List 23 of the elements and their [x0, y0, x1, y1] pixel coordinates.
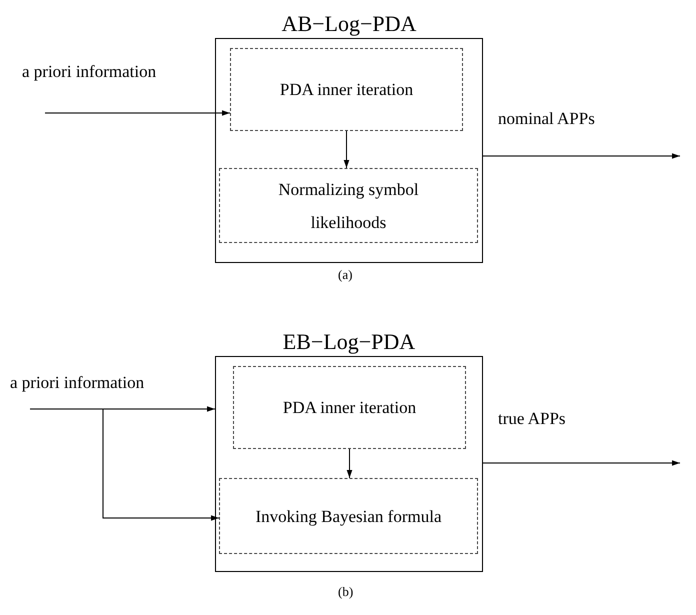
arrow: [102, 408, 220, 521]
process-box: [219, 168, 478, 243]
process-box: [219, 478, 478, 554]
subfigure-label: (b): [338, 585, 354, 598]
block-title: AB−Log−PDA: [282, 13, 416, 35]
edge-label: a priori information: [10, 374, 144, 391]
block-title: EB−Log−PDA: [282, 331, 416, 353]
edge-label: true APPs: [498, 410, 566, 427]
box-text: PDA inner iteration: [282, 397, 416, 419]
arrow: [482, 460, 680, 466]
arrow: [30, 406, 216, 412]
edge-label: nominal APPs: [498, 110, 595, 127]
arrow: [346, 448, 352, 478]
arrow: [482, 153, 680, 159]
box-text: Normalizing symbol likelihoods: [277, 178, 420, 234]
edge-label: a priori information: [22, 63, 156, 80]
box-text: Invoking Bayesian formula: [255, 506, 442, 528]
subfigure-label: (a): [338, 268, 352, 281]
arrow: [44, 110, 230, 116]
box-text: PDA inner iteration: [280, 79, 414, 101]
process-box: [230, 48, 463, 131]
process-box: [233, 366, 466, 449]
arrow: [344, 130, 350, 168]
